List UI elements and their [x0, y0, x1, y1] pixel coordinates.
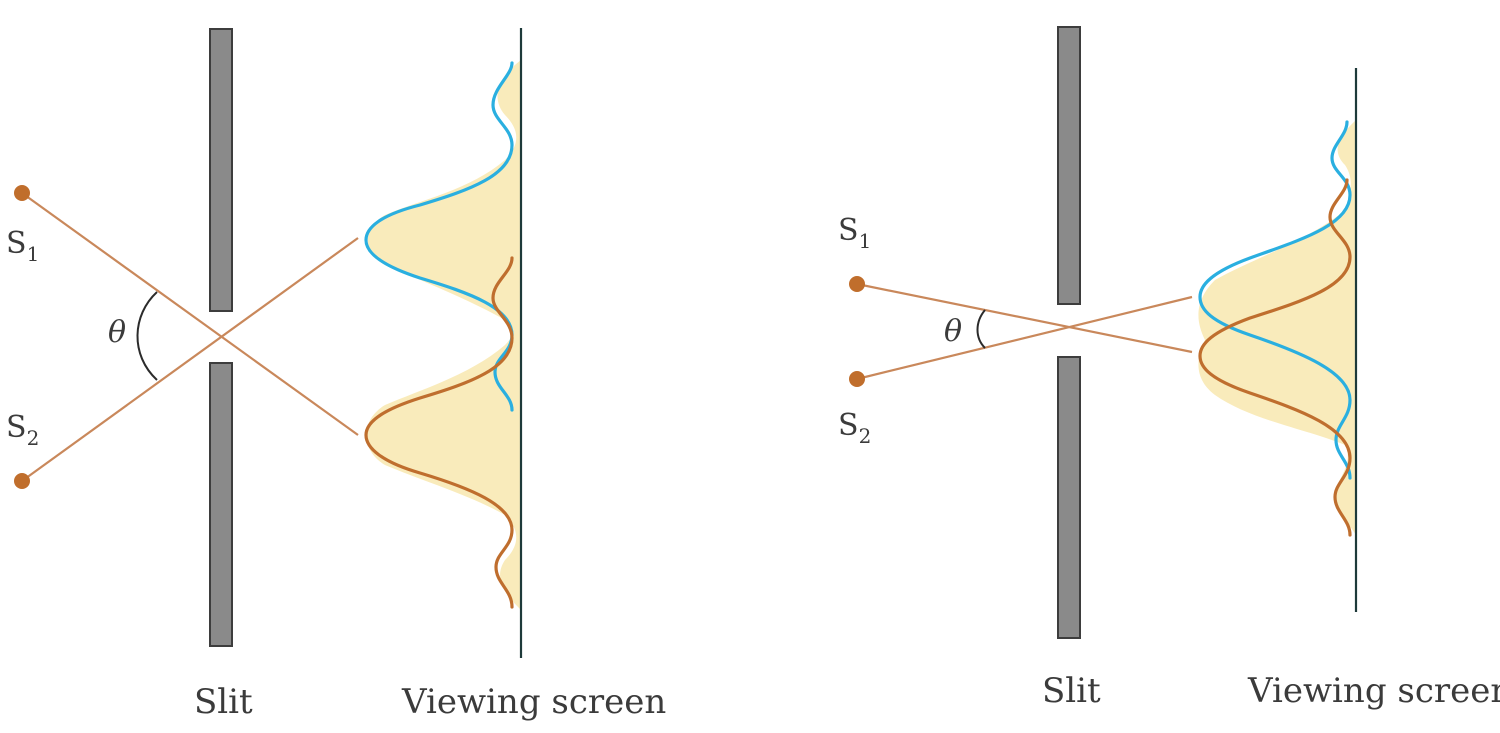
- pattern-fill-combined: [1198, 120, 1356, 535]
- angle-arc: [976, 309, 986, 349]
- source-s1-dot: [14, 185, 30, 201]
- slit-barrier-bottom: [1057, 356, 1081, 639]
- viewing-screen-label: Viewing screen: [1247, 671, 1500, 711]
- source-s2-label: S2: [6, 410, 39, 450]
- diffraction-curve-s2: [364, 256, 514, 609]
- diffraction-curve-s1: [364, 61, 514, 412]
- pattern-fill-s2: [366, 255, 521, 610]
- viewing-screen-label: Viewing screen: [401, 682, 666, 722]
- angle-label: θ: [108, 315, 126, 350]
- source-s2-dot: [849, 371, 865, 387]
- ray-from-s2: [856, 295, 1193, 381]
- ray-from-s2: [21, 237, 359, 482]
- slit-barrier-top: [209, 28, 233, 312]
- source-s1-label: S1: [6, 226, 39, 266]
- diffraction-curve-s2: [1198, 178, 1352, 537]
- slit-label: Slit: [1042, 671, 1101, 711]
- ray-from-s1: [856, 282, 1193, 354]
- slit-barrier-bottom: [209, 362, 233, 647]
- pattern-fill-s1: [367, 60, 521, 415]
- slit-barrier-top: [1057, 26, 1081, 305]
- angle-arc: [136, 291, 158, 381]
- ray-from-s1: [21, 192, 359, 436]
- slit-label: Slit: [194, 682, 253, 722]
- angle-label: θ: [944, 314, 962, 349]
- diffraction-curve-s1: [1198, 120, 1352, 480]
- source-s2-dot: [14, 473, 30, 489]
- panel-not-resolved: θ S1 S2 Slit Viewing screen: [838, 26, 1500, 711]
- source-s2-label: S2: [838, 408, 871, 448]
- panel-resolved: θ S1 S2 Slit Viewing screen: [6, 28, 666, 722]
- source-s1-dot: [849, 276, 865, 292]
- source-s1-label: S1: [838, 213, 871, 253]
